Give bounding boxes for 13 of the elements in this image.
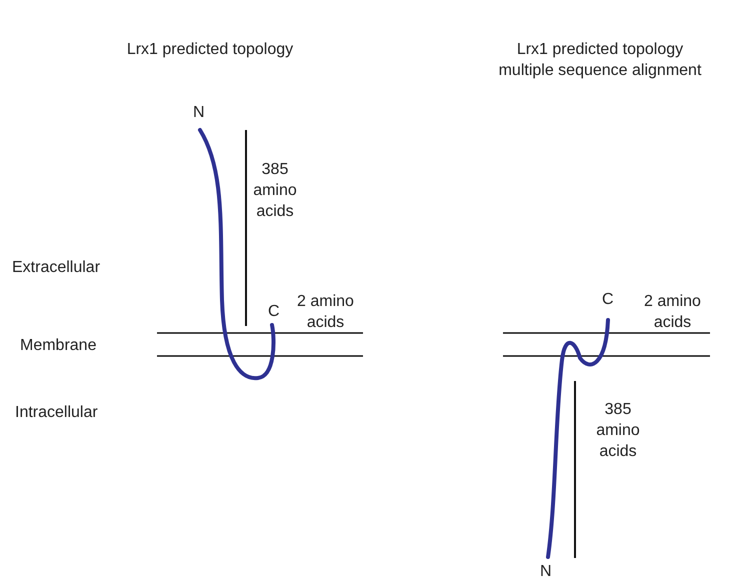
- region-label: Intracellular: [15, 403, 98, 423]
- length-label: 2 amino acids: [296, 292, 355, 333]
- panel-heading: Lrx1 predicted topology: [126, 40, 294, 60]
- region-label: Membrane: [20, 336, 96, 356]
- terminus-label: N: [540, 562, 552, 581]
- panel-heading: Lrx1 predicted topology multiple sequence alignment: [498, 40, 702, 81]
- length-label: 385 amino acids: [252, 160, 298, 222]
- region-label: Extracellular: [12, 258, 100, 278]
- terminus-label: N: [193, 103, 205, 123]
- terminus-label: C: [602, 290, 614, 310]
- length-label: 385 amino acids: [595, 400, 641, 462]
- terminus-label: C: [268, 302, 280, 322]
- length-label: 2 amino acids: [643, 292, 702, 333]
